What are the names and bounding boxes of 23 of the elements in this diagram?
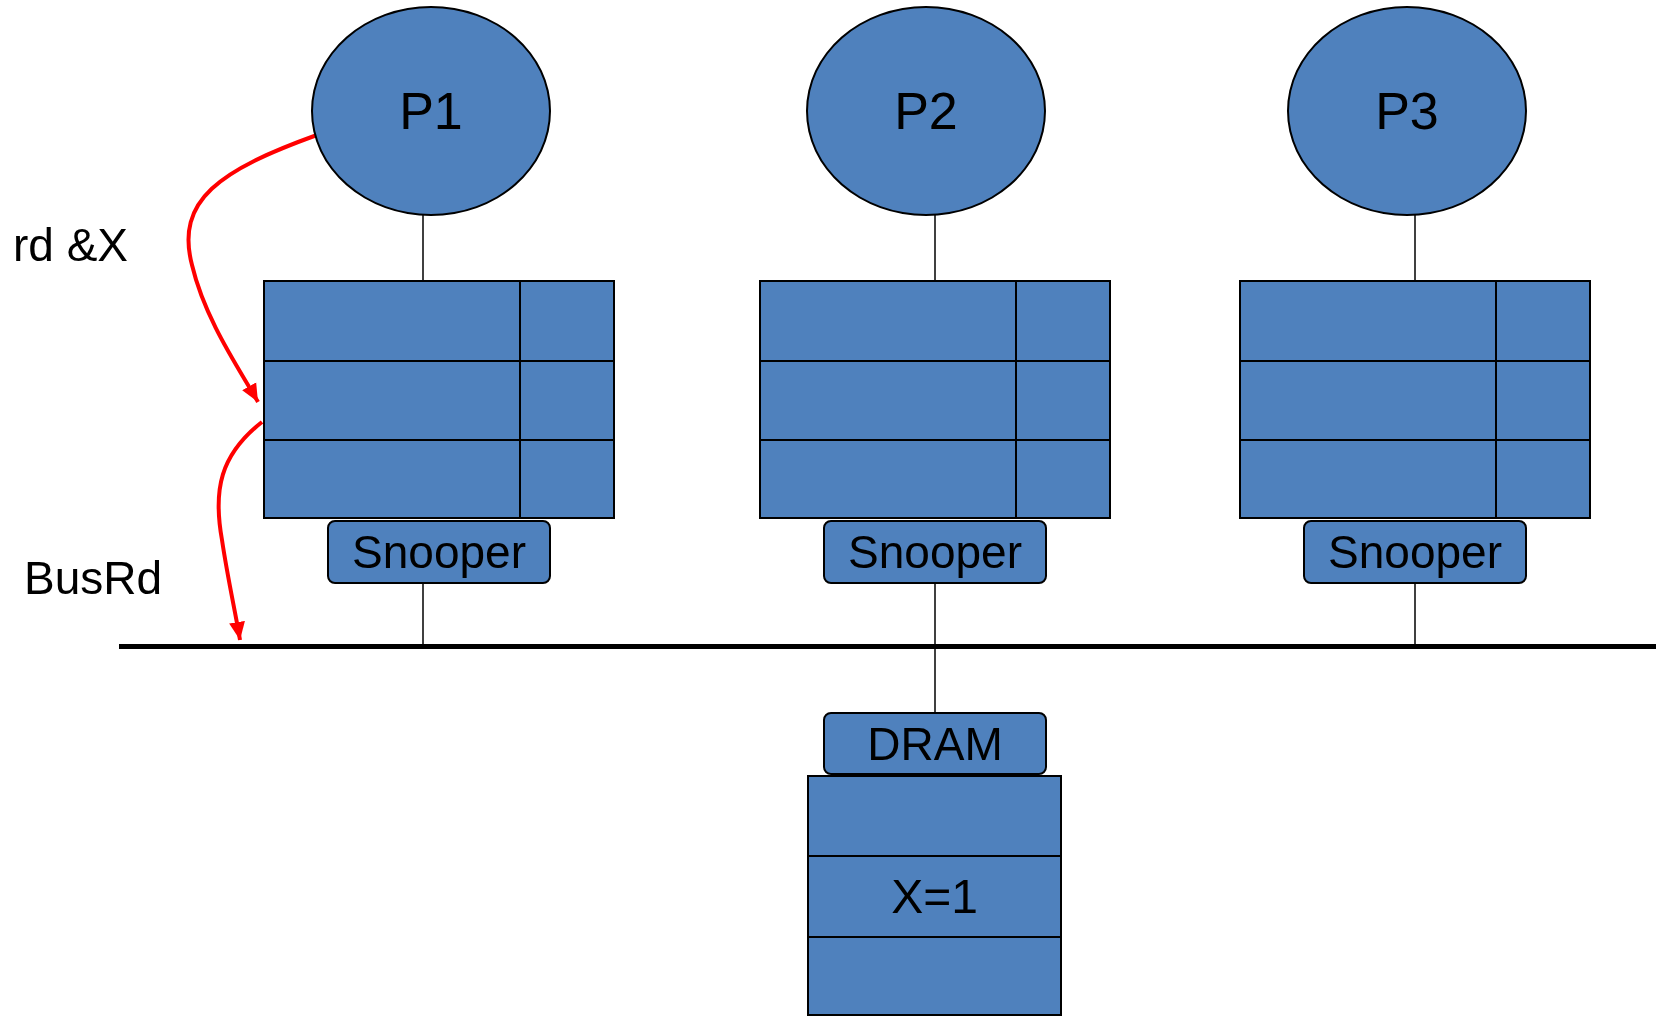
arrow (216, 420, 264, 641)
label-tab (823, 712, 1047, 775)
connector-line (422, 583, 424, 645)
connector-line (1414, 214, 1416, 281)
connector-line (934, 583, 936, 645)
cache-table (263, 280, 615, 519)
node-label: X=1 (891, 872, 978, 921)
annotation-label: BusRd (24, 555, 163, 601)
connector-line (1414, 583, 1416, 645)
connector-line (934, 648, 936, 713)
cache-table (759, 280, 1111, 519)
memory-table (807, 775, 1062, 1016)
label-tab (327, 520, 551, 584)
node-label: P3 (1375, 85, 1439, 137)
label-tab (1303, 520, 1527, 584)
node-label: DRAM (867, 720, 1003, 767)
cache-table (1239, 280, 1591, 519)
node-label: P1 (399, 85, 463, 137)
connector-line (934, 214, 936, 281)
annotation-label: rd &X (13, 222, 129, 268)
connector-line (422, 214, 424, 281)
label-tab (823, 520, 1047, 584)
node-label: P2 (894, 85, 958, 137)
